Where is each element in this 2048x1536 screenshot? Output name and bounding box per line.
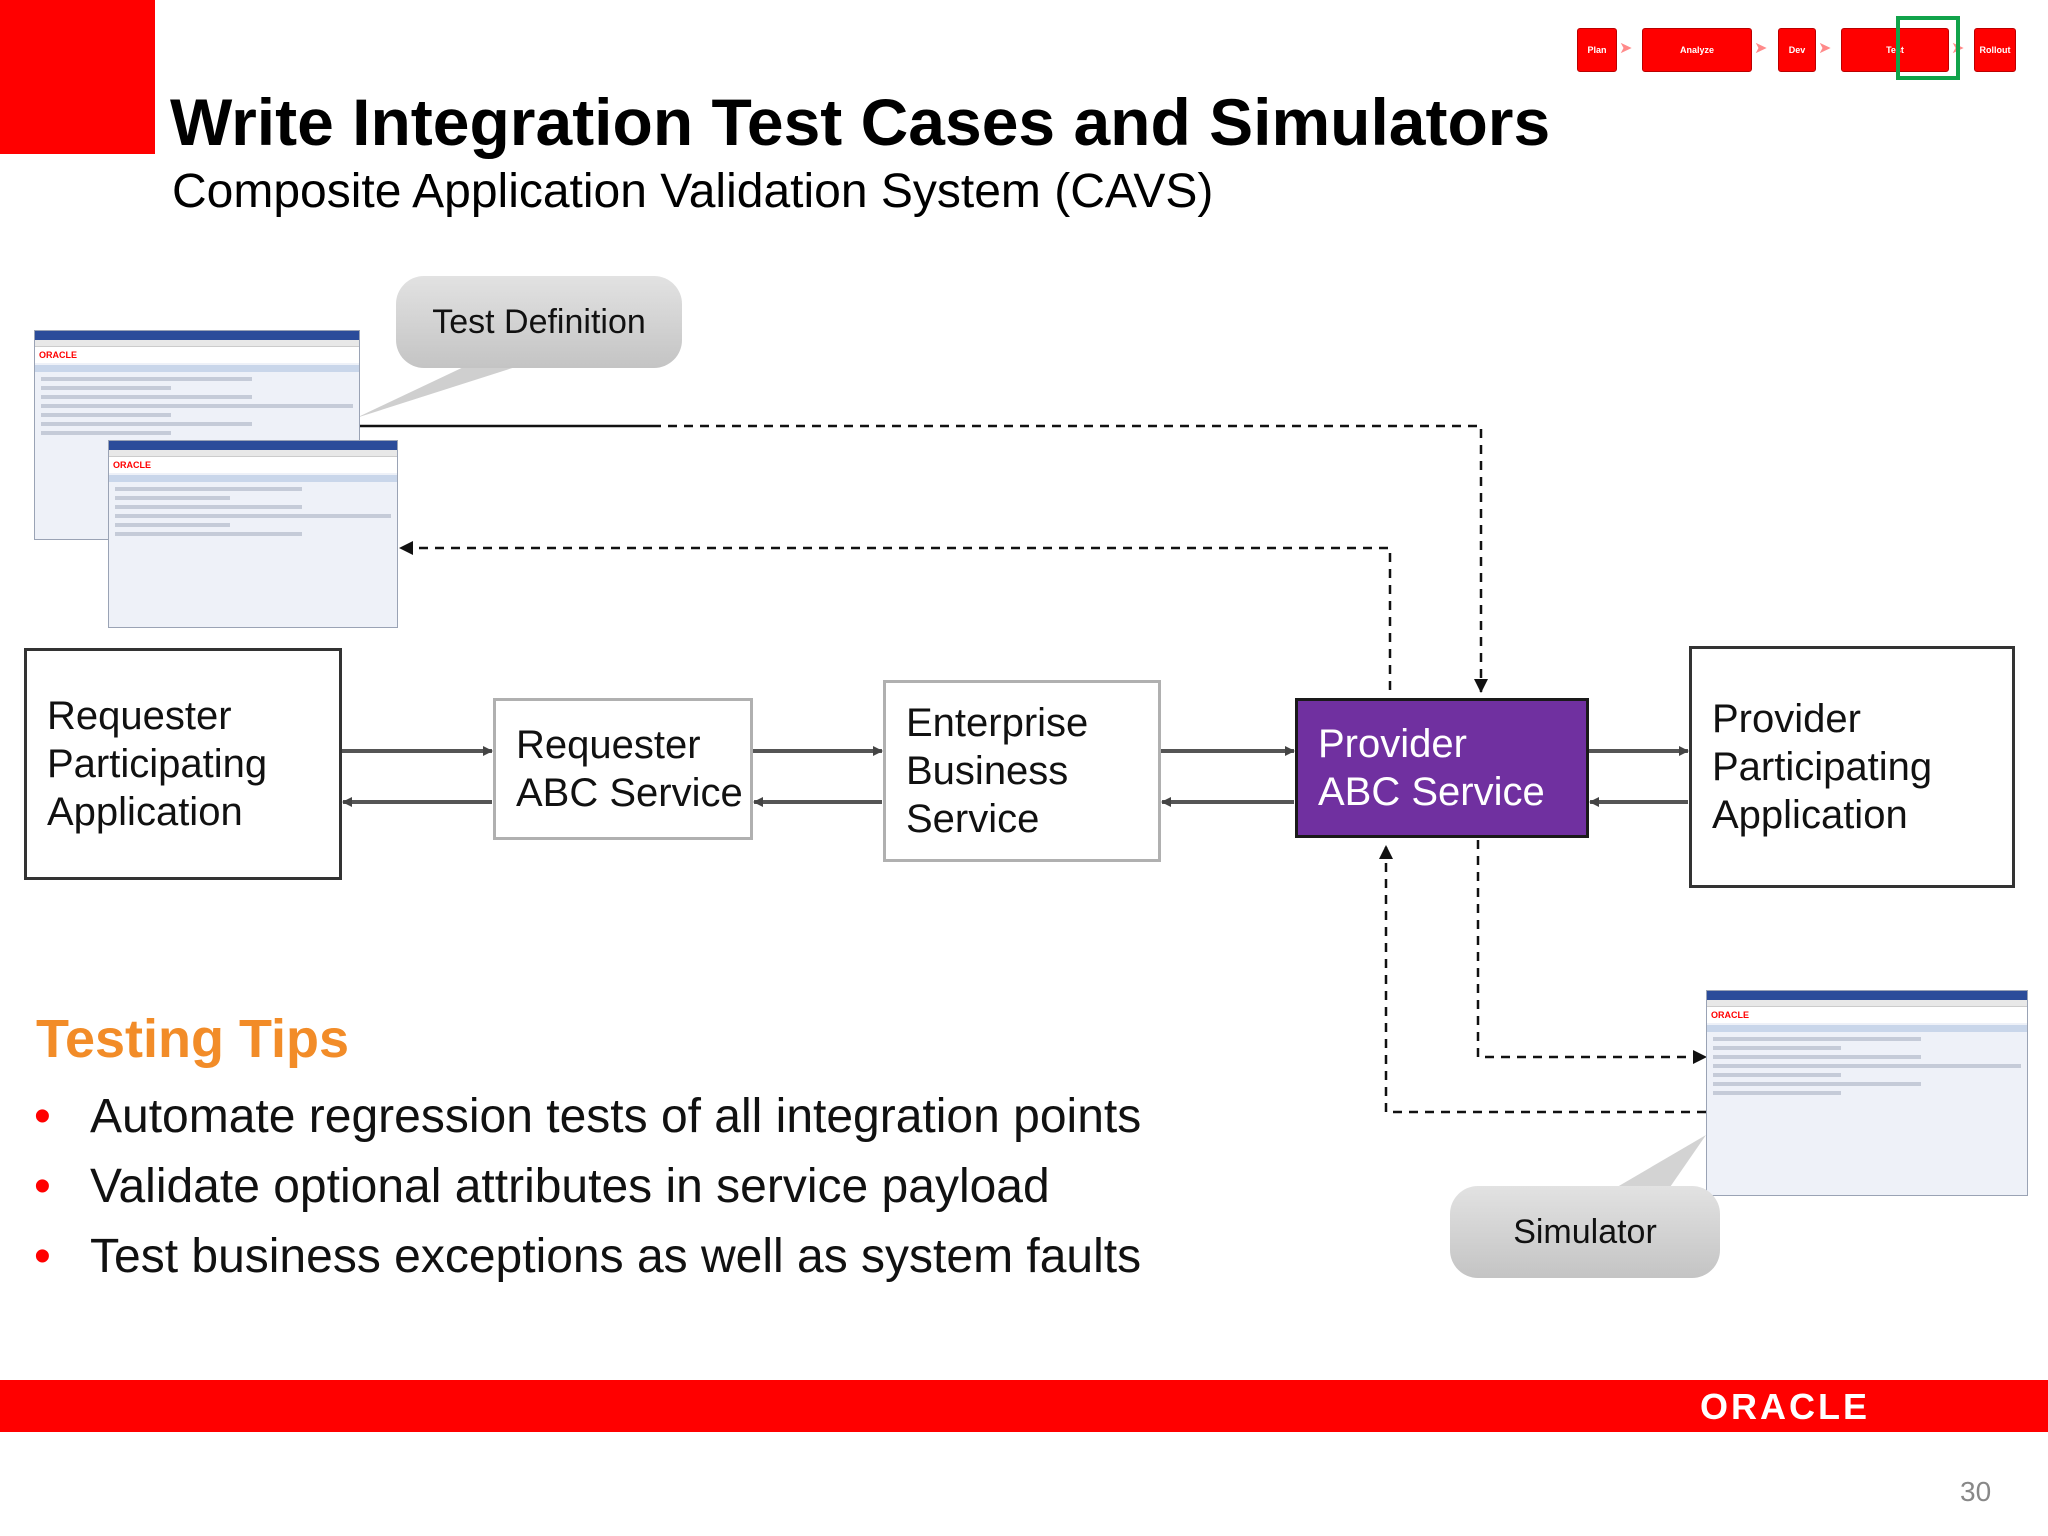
box-label: Requester bbox=[47, 694, 232, 738]
box-label: ABC Service bbox=[516, 771, 743, 815]
phase-analyze: Analyze bbox=[1642, 28, 1752, 72]
list-item: • Validate optional attributes in service… bbox=[30, 1152, 1141, 1222]
results-to-test-definition-arrow bbox=[399, 541, 1392, 690]
tip-text: Test business exceptions as well as syst… bbox=[90, 1230, 1142, 1283]
tip-text: Automate regression tests of all integra… bbox=[90, 1090, 1142, 1143]
phase-plan: Plan bbox=[1577, 28, 1617, 72]
provider-to-simulator-arrow bbox=[1476, 840, 1707, 1064]
phase-arrow-icon: ➤ bbox=[1619, 40, 1633, 57]
page-title: Write Integration Test Cases and Simulat… bbox=[170, 85, 1551, 159]
requester-abc-service-box: Requester ABC Service bbox=[493, 698, 753, 840]
box-label: ABC Service bbox=[1318, 770, 1545, 814]
test-definition-screenshot: ORACLE bbox=[108, 440, 398, 628]
tip-text: Validate optional attributes in service … bbox=[90, 1160, 1050, 1213]
box-label: Business bbox=[906, 749, 1069, 793]
box-label: Enterprise bbox=[906, 701, 1089, 745]
callout-label: Simulator bbox=[1513, 1212, 1657, 1251]
enterprise-business-service-box: Enterprise Business Service bbox=[883, 680, 1161, 862]
box-label: Participating bbox=[47, 742, 268, 786]
list-item: • Automate regression tests of all integr… bbox=[30, 1082, 1141, 1152]
screenshot-logo: ORACLE bbox=[113, 460, 151, 470]
callout-label: Test Definition bbox=[432, 302, 646, 341]
box-label: Provider bbox=[1318, 722, 1467, 766]
footer-bar bbox=[0, 1380, 2048, 1432]
callout-tail bbox=[1612, 1135, 1706, 1190]
test-definition-callout: Test Definition bbox=[396, 276, 682, 368]
corner-accent bbox=[0, 0, 155, 154]
phase-label: Rollout bbox=[1979, 45, 2011, 55]
box-label: Service bbox=[906, 797, 1040, 841]
phase-rollout: Rollout bbox=[1974, 28, 2016, 72]
phase-label: Analyze bbox=[1679, 45, 1714, 55]
simulator-screenshot: ORACLE bbox=[1706, 990, 2028, 1196]
screenshot-logo: ORACLE bbox=[39, 350, 77, 360]
phase-arrow-icon: ➤ bbox=[1818, 40, 1832, 57]
simulator-to-provider-arrow bbox=[1379, 845, 1706, 1114]
provider-participating-application-box: Provider Participating Application bbox=[1689, 646, 2015, 888]
phase-label: Plan bbox=[1587, 45, 1607, 55]
testing-tips-list: • Automate regression tests of all integr… bbox=[30, 1082, 1141, 1292]
testing-tips-heading: Testing Tips bbox=[36, 1009, 350, 1069]
box-label: Participating bbox=[1712, 745, 1933, 789]
bullet-icon: • bbox=[34, 1160, 51, 1213]
page-number: 30 bbox=[1960, 1476, 1992, 1507]
bullet-icon: • bbox=[34, 1090, 51, 1143]
phase-dev: Dev bbox=[1778, 28, 1816, 72]
callout-tail bbox=[356, 364, 525, 418]
test-definition-to-provider-arrow bbox=[652, 424, 1488, 693]
phase-label: Test bbox=[1886, 45, 1904, 55]
screenshot-logo: ORACLE bbox=[1711, 1010, 1749, 1020]
current-phase-highlight bbox=[1896, 16, 1960, 80]
simulator-callout: Simulator bbox=[1450, 1186, 1720, 1278]
phase-label: Dev bbox=[1788, 45, 1806, 55]
list-item: • Test business exceptions as well as sys… bbox=[30, 1222, 1141, 1292]
requester-participating-application-box: Requester Participating Application bbox=[24, 648, 342, 880]
box-label: Provider bbox=[1712, 697, 1861, 741]
page-subtitle: Composite Application Validation System … bbox=[172, 165, 1214, 218]
box-label: Application bbox=[47, 790, 243, 834]
provider-abc-service-box: Provider ABC Service bbox=[1295, 698, 1589, 838]
phase-arrow-icon: ➤ bbox=[1754, 40, 1768, 57]
box-label: Application bbox=[1712, 793, 1908, 837]
box-label: Requester bbox=[516, 723, 701, 767]
bullet-icon: • bbox=[34, 1230, 51, 1283]
oracle-logo: ORACLE bbox=[1700, 1386, 1870, 1427]
phase-test: Test bbox=[1841, 28, 1949, 72]
